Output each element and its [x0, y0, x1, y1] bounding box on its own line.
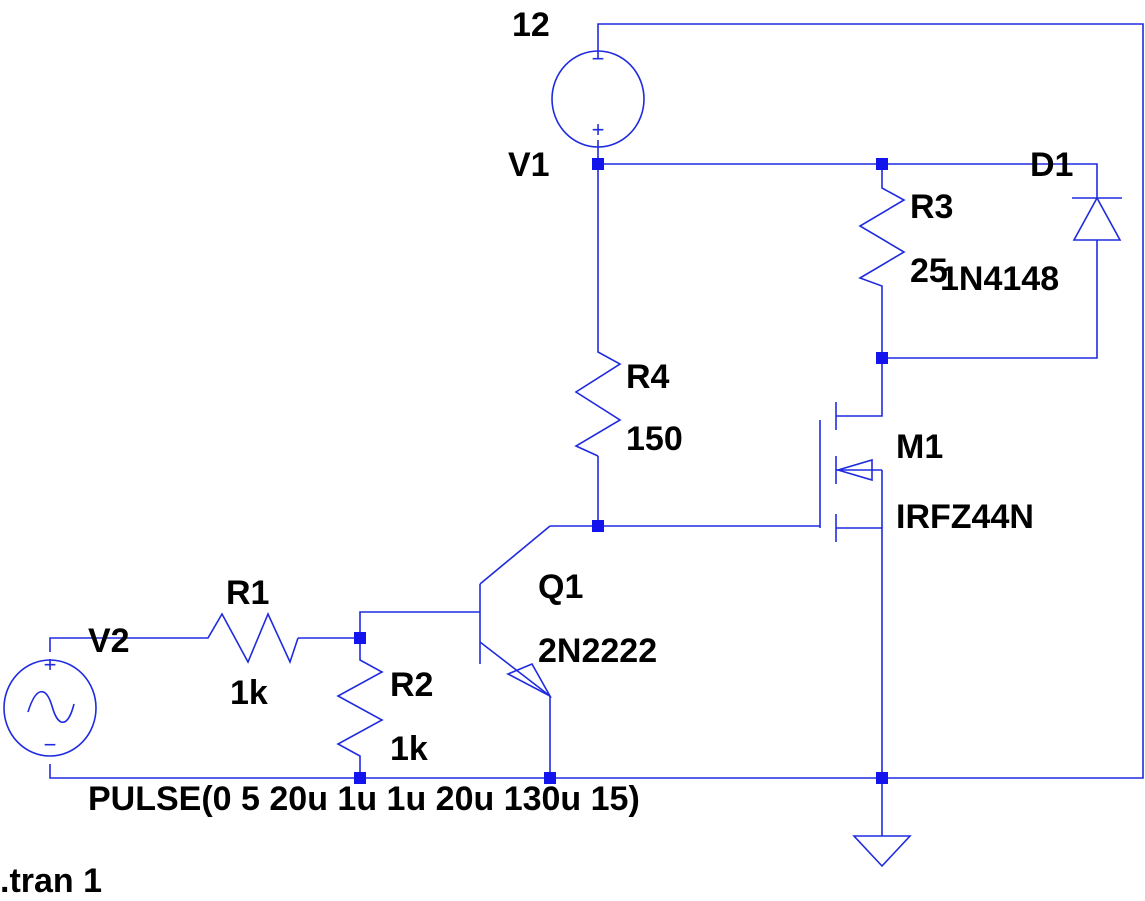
r3-name-label: R3 — [910, 188, 953, 226]
q1-emitter-arrow — [506, 662, 553, 698]
wire-source — [836, 527, 883, 778]
v2-body — [3, 659, 97, 757]
ground-symbol — [852, 835, 912, 868]
wire-supply-rail — [598, 163, 1098, 198]
v1-plus-sign: + — [592, 117, 605, 142]
wire-v2-top — [49, 637, 200, 652]
r4-resistor[interactable] — [574, 346, 622, 457]
wire-ground-rail — [49, 764, 882, 779]
v2-value-label: PULSE(0 5 20u 1u 1u 20u 130u 15) — [88, 780, 640, 818]
junction-nodes — [354, 158, 888, 784]
d1-name-label: D1 — [1030, 146, 1073, 184]
m1-name-label: M1 — [896, 428, 943, 466]
r4-value-label: 150 — [626, 420, 683, 458]
v1-name-label: V1 — [508, 146, 550, 184]
wires — [49, 23, 1144, 836]
node-emitter — [544, 772, 556, 784]
d1-triangle — [1072, 196, 1122, 241]
labels: 12 V1 D1 R3 25 1N4148 R4 150 M1 IRFZ44N … — [0, 6, 1073, 900]
v1-value-label: 12 — [512, 6, 550, 44]
q1-emitter — [479, 641, 551, 697]
v1-body — [551, 50, 645, 148]
d1-value-label: 1N4148 — [940, 260, 1059, 298]
v2-minus-sign: − — [44, 732, 57, 757]
r1-value-label: 1k — [230, 674, 268, 712]
v2-plus-sign: + — [44, 652, 57, 677]
node-ground — [876, 772, 888, 784]
m1-value-label: IRFZ44N — [896, 498, 1034, 536]
sine-wave-icon — [27, 690, 75, 724]
tran-directive: .tran 1 — [0, 862, 102, 900]
m1-arrow — [835, 458, 873, 482]
q1-transistor[interactable] — [479, 525, 553, 698]
m1-mosfet[interactable] — [819, 402, 883, 542]
wire-drain-node — [882, 240, 1098, 359]
node-r3-top — [876, 158, 888, 170]
r4-name-label: R4 — [626, 358, 670, 396]
q1-name-label: Q1 — [538, 568, 583, 606]
r1-name-label: R1 — [226, 574, 269, 612]
wire-base — [359, 611, 480, 638]
r3-value-label: 25 — [910, 252, 948, 290]
r1-resistor[interactable] — [200, 612, 299, 665]
node-collector — [592, 520, 604, 532]
v1-source[interactable]: − + — [551, 46, 645, 148]
node-drain — [876, 352, 888, 364]
r3-resistor[interactable] — [858, 180, 906, 290]
node-v1-plus — [592, 158, 604, 170]
r2-resistor[interactable] — [336, 652, 384, 762]
node-base — [354, 632, 366, 644]
v2-name-label: V2 — [88, 622, 130, 660]
wire-v1-neg-top — [597, 23, 1144, 779]
node-r2-bottom — [354, 772, 366, 784]
v2-source[interactable]: + − — [3, 652, 97, 757]
wire-drain — [836, 358, 883, 417]
d1-diode[interactable] — [1072, 196, 1122, 241]
r2-value-label: 1k — [390, 730, 428, 768]
q1-collector — [479, 525, 551, 585]
v1-minus-sign: − — [592, 46, 605, 71]
q1-value-label: 2N2222 — [538, 632, 657, 670]
r2-name-label: R2 — [390, 666, 433, 704]
